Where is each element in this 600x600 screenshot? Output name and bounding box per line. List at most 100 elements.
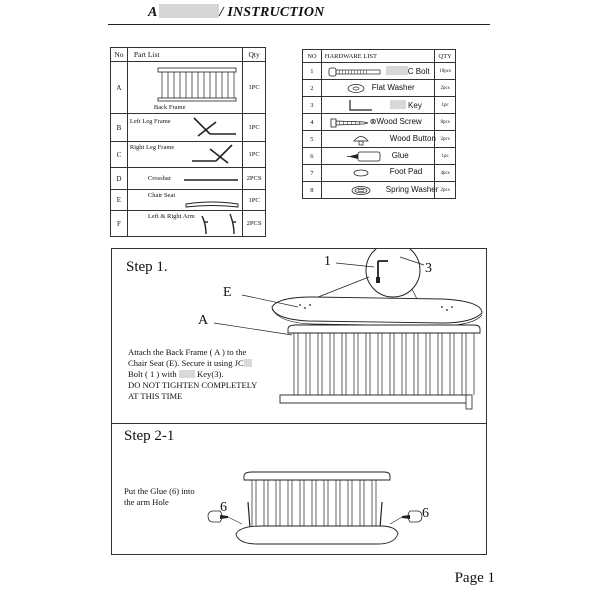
hardware-qty: 8pcs xyxy=(434,113,456,131)
hardware-label: Flat Washer xyxy=(371,83,415,92)
hardware-list-header: NO HARDWARE LIST QTY xyxy=(302,49,456,63)
part-cell: Left Leg Frame xyxy=(126,113,244,142)
table-row: 1 C Bolt 10pcs xyxy=(302,62,456,80)
step1-panel: Step 1. xyxy=(111,248,487,424)
glue-callout-right: 6 xyxy=(422,506,429,521)
table-row: 7 Foot Pad 4pcs xyxy=(302,164,456,182)
chair-seat-illustration xyxy=(185,201,239,208)
redacted-text xyxy=(389,100,406,109)
page-number: Page 1 xyxy=(454,570,495,586)
part-qty: 1PC xyxy=(242,113,266,142)
step1-diagram xyxy=(213,249,483,410)
hardware-no: 5 xyxy=(302,130,322,148)
part-cell: Chair Seat xyxy=(126,189,244,211)
step2-label: Step 2-1 xyxy=(124,428,175,444)
hardware-cell: Flat Washer xyxy=(320,79,436,97)
hardware-no: 8 xyxy=(302,181,322,199)
step1-line4: DO NOT TIGHTEN COMPLETELY xyxy=(128,380,258,390)
part-label: Left Leg Frame xyxy=(129,118,171,125)
step1-line3: Bolt ( 1 ) with Key(3). xyxy=(128,369,224,379)
table-row: C Right Leg Frame 1PC xyxy=(110,141,266,168)
hardware-cell: Wood Button xyxy=(320,130,436,148)
spring-washer-icon xyxy=(351,186,371,195)
part-cell: Right Leg Frame xyxy=(126,141,244,168)
redacted-text xyxy=(243,359,252,367)
hardware-label: Wood Button xyxy=(389,134,436,143)
back-frame-illustration xyxy=(157,67,237,102)
hardware-qty: 2pcs xyxy=(434,130,456,148)
part-label: Chair Seat xyxy=(147,192,176,199)
header-divider xyxy=(108,24,490,25)
part-label: Left & Right Arm xyxy=(147,213,195,220)
table-row: 4 ⊗Wood Screw 8pcs xyxy=(302,113,456,131)
part-cell: Back Frame xyxy=(126,61,244,114)
hardware-cell: ⊗Wood Screw xyxy=(320,113,436,131)
step2-line2: the arm Hole xyxy=(124,497,169,507)
table-row: A Back Frame 1PC xyxy=(110,61,266,114)
hardware-label: Foot Pad xyxy=(389,167,423,176)
part-cell: Crossbar xyxy=(126,167,244,190)
step2-panel: Step 2-1 Put the Glue (6) into the arm H… xyxy=(111,422,487,555)
hardware-label: Glue xyxy=(391,151,409,160)
step2-line1: Put the Glue (6) into xyxy=(124,486,195,496)
table-row: 6 Glue 1pc xyxy=(302,147,456,165)
glue-bottle-icon xyxy=(346,151,381,162)
col-qty: QTY xyxy=(434,49,456,63)
bolt-icon xyxy=(328,67,381,77)
table-row: B Left Leg Frame 1PC xyxy=(110,113,266,142)
wood-screw-icon xyxy=(330,118,368,128)
col-no: No xyxy=(110,47,128,62)
hardware-label: Key xyxy=(389,100,422,110)
right-leg-illustration xyxy=(191,144,233,164)
step1-label: Step 1. xyxy=(126,259,168,275)
step1-instructions: Attach the Back Frame ( A ) to the Chair… xyxy=(128,347,308,402)
hardware-cell: C Bolt xyxy=(320,62,436,80)
callout-3: 3 xyxy=(425,261,432,276)
part-label: Right Leg Frame xyxy=(129,144,175,151)
redacted-brand xyxy=(158,4,219,18)
left-leg-illustration xyxy=(193,117,236,137)
title-start: A xyxy=(148,5,158,20)
callout-e: E xyxy=(223,285,232,300)
part-list-header: No Part List Qty xyxy=(110,47,266,62)
step1-line5: AT THIS TIME xyxy=(128,391,183,401)
hardware-cell: Key xyxy=(320,96,436,114)
table-row: 2 Flat Washer 2pcs xyxy=(302,79,456,97)
hardware-qty: 1pc xyxy=(434,147,456,165)
part-qty: 2PCS xyxy=(242,167,266,190)
allen-key-icon xyxy=(349,100,372,111)
step1-line2: Chair Seat (E). Secure it using JC xyxy=(128,358,308,369)
col-qty: Qty xyxy=(242,47,266,62)
part-no: F xyxy=(110,210,128,237)
hardware-no: 2 xyxy=(302,79,322,97)
foot-pad-icon xyxy=(353,169,369,177)
hardware-cell: Foot Pad xyxy=(320,164,436,182)
arm-illustration xyxy=(201,213,236,235)
hardware-qty: 1pc xyxy=(434,96,456,114)
col-no: NO xyxy=(302,49,322,63)
hardware-no: 6 xyxy=(302,147,322,165)
part-no: A xyxy=(110,61,128,114)
document-title: A/ INSTRUCTION xyxy=(148,4,324,21)
callout-1: 1 xyxy=(324,254,331,269)
step2-instructions: Put the Glue (6) into the arm Hole xyxy=(124,486,195,508)
table-row: D Crossbar 2PCS xyxy=(110,167,266,190)
col-part: Part List xyxy=(126,47,244,62)
part-qty: 1PC xyxy=(242,141,266,168)
table-row: F Left & Right Arm 2PCS xyxy=(110,210,266,237)
hardware-label: ⊗Wood Screw xyxy=(369,117,422,126)
part-no: B xyxy=(110,113,128,142)
hardware-label: Spring Washer xyxy=(385,185,439,194)
hardware-no: 7 xyxy=(302,164,322,182)
callout-a: A xyxy=(198,313,209,328)
part-no: E xyxy=(110,189,128,211)
col-hardware: HARDWARE LIST xyxy=(320,49,436,63)
glue-callout-left: 6 xyxy=(220,500,227,515)
hardware-cell: Spring Washer xyxy=(320,181,438,199)
part-no: C xyxy=(110,141,128,168)
part-list-table: No Part List Qty A Back Frame 1PC B xyxy=(110,47,266,237)
table-row: 8 Spring Washer 2pcs xyxy=(302,181,456,199)
hardware-qty: 2pcs xyxy=(434,79,456,97)
washer-icon xyxy=(347,84,365,93)
table-row: 3 Key 1pc xyxy=(302,96,456,114)
